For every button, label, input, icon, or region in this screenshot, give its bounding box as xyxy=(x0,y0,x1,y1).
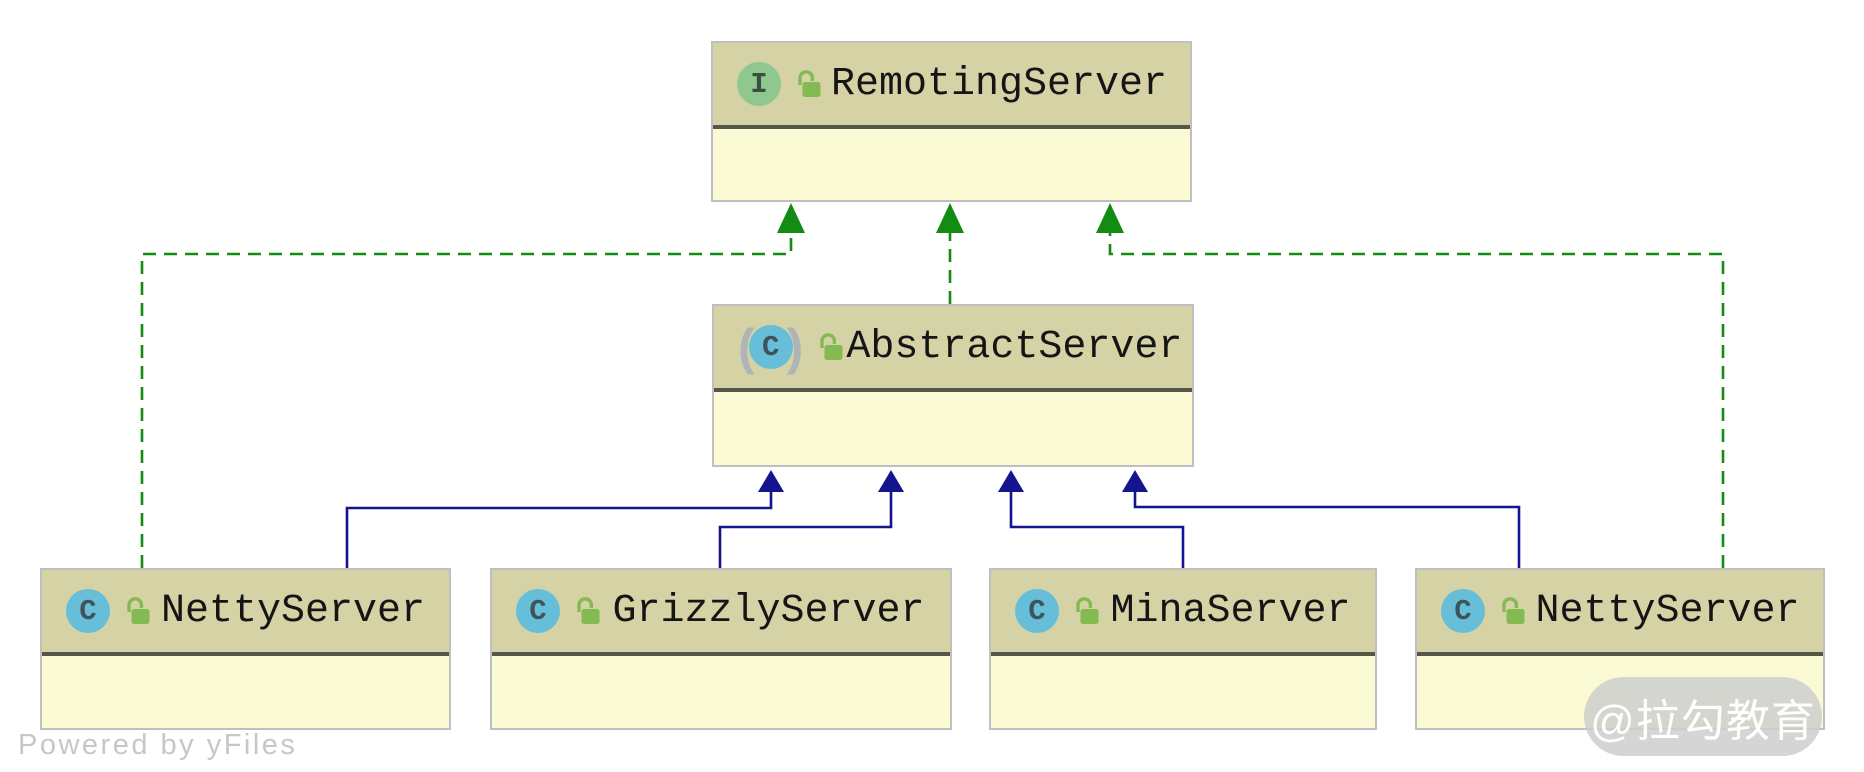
unlocked-padlock-icon xyxy=(573,595,603,627)
edge-line[interactable] xyxy=(345,491,773,568)
abstract-class-icon: ( C ) xyxy=(738,319,804,375)
class-name: NettyServer xyxy=(1535,588,1800,634)
class-header: I RemotingServer xyxy=(713,43,1190,129)
unlocked-padlock-icon xyxy=(1498,595,1528,627)
class-icon: C xyxy=(1441,589,1485,633)
class-node-minaserver[interactable]: C MinaServer xyxy=(989,568,1377,730)
members-section xyxy=(714,392,1192,465)
interface-icon: I xyxy=(737,62,781,106)
class-header: C NettyServer xyxy=(42,570,449,656)
edge-extends-grizzlyserver-to-abstractserver[interactable] xyxy=(718,470,904,568)
edge-line[interactable] xyxy=(1133,491,1521,568)
arrowhead-icon xyxy=(878,470,904,492)
unlocked-padlock-icon xyxy=(816,331,846,363)
members-section xyxy=(991,656,1375,728)
class-node-nettyserver-left[interactable]: C NettyServer xyxy=(40,568,451,730)
class-icon: C xyxy=(66,589,110,633)
class-header: ( C ) AbstractServer xyxy=(714,306,1192,392)
brand-watermark: @拉勾教育 xyxy=(1584,677,1822,756)
arrowhead-icon xyxy=(936,203,964,233)
class-name: AbstractServer xyxy=(846,324,1183,370)
edge-extends-minaserver-to-abstractserver[interactable] xyxy=(998,470,1185,568)
class-header: C GrizzlyServer xyxy=(492,570,950,656)
edge-line[interactable] xyxy=(140,233,793,568)
edge-implements-nettyserver-left-to-remotingserver[interactable] xyxy=(140,203,805,568)
unlocked-padlock-icon xyxy=(1072,595,1102,627)
powered-by-yfiles-watermark: Powered by yFiles xyxy=(18,729,298,761)
unlocked-padlock-icon xyxy=(794,68,824,100)
edge-extends-nettyserver-right-to-abstractserver[interactable] xyxy=(1122,470,1521,568)
unlocked-padlock-icon xyxy=(123,595,153,627)
arrowhead-icon xyxy=(1122,470,1148,492)
class-header: C MinaServer xyxy=(991,570,1375,656)
edge-line[interactable] xyxy=(1009,491,1185,568)
arrowhead-icon xyxy=(1096,203,1124,233)
edge-extends-nettyserver-left-to-abstractserver[interactable] xyxy=(345,470,784,568)
class-node-grizzlyserver[interactable]: C GrizzlyServer xyxy=(490,568,952,730)
class-name: GrizzlyServer xyxy=(612,588,925,634)
members-section xyxy=(42,656,449,728)
class-node-remotingserver[interactable]: I RemotingServer xyxy=(711,41,1192,202)
edge-line[interactable] xyxy=(1108,233,1725,568)
members-section xyxy=(492,656,950,728)
class-name: MinaServer xyxy=(1110,588,1351,634)
class-icon: C xyxy=(1015,589,1059,633)
arrowhead-icon xyxy=(777,203,805,233)
class-header: C NettyServer xyxy=(1417,570,1823,656)
class-node-abstractserver[interactable]: ( C ) AbstractServer xyxy=(712,304,1194,467)
class-name: RemotingServer xyxy=(830,61,1168,107)
arrowhead-icon xyxy=(758,470,784,492)
edge-implements-abstractserver-to-remotingserver[interactable] xyxy=(936,203,964,304)
members-section xyxy=(713,129,1190,200)
arrowhead-icon xyxy=(998,470,1024,492)
edge-line[interactable] xyxy=(718,491,893,568)
class-name: NettyServer xyxy=(160,588,426,634)
edge-implements-nettyserver-right-to-remotingserver[interactable] xyxy=(1096,203,1725,568)
class-icon: C xyxy=(516,589,560,633)
